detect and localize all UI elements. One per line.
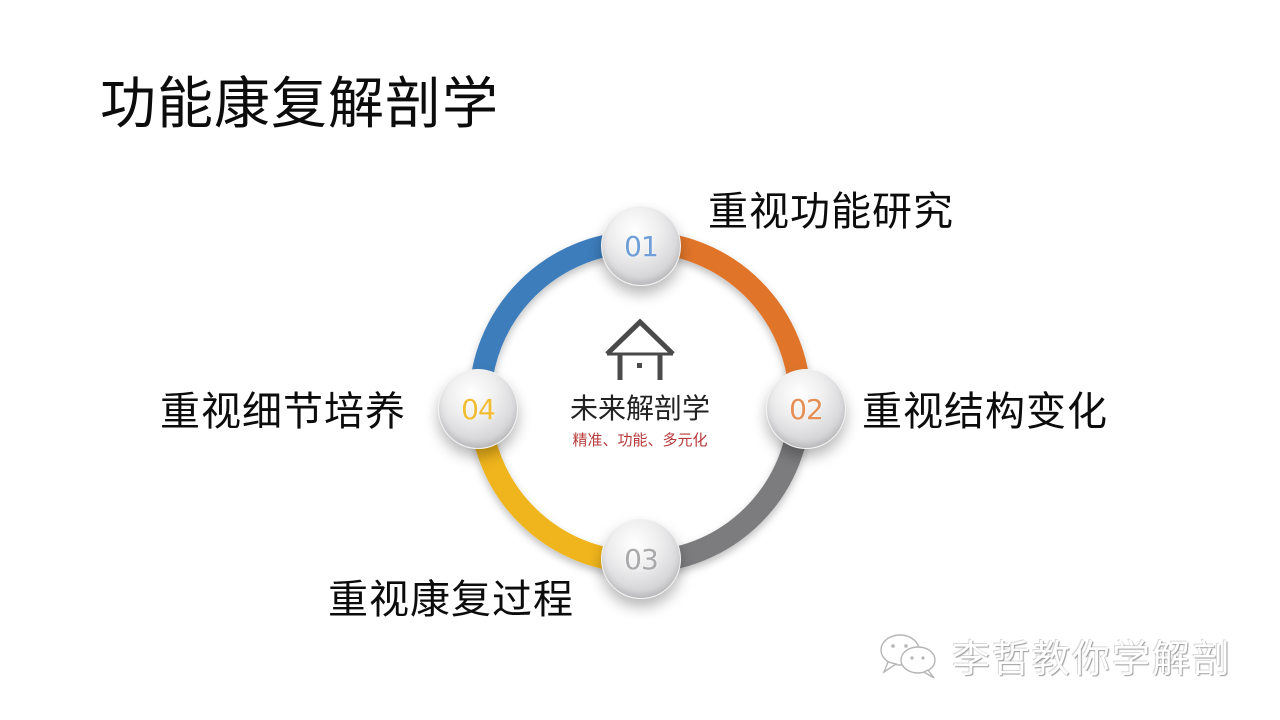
house-icon: [605, 318, 675, 380]
node-01: 01: [601, 206, 681, 286]
center-title: 未来解剖学: [569, 392, 710, 425]
node-number-04: 04: [461, 392, 496, 426]
center-subtitle: 精准、功能、多元化: [572, 431, 708, 449]
watermark: 李哲教你学解剖: [878, 630, 1233, 681]
label-03: 重视康复过程: [328, 577, 574, 623]
node-02: 02: [766, 369, 846, 449]
node-number-03: 03: [624, 542, 659, 576]
slide-title: 功能康复解剖学: [100, 72, 499, 137]
node-number-02: 02: [789, 392, 824, 426]
node-number-01: 01: [624, 229, 659, 263]
watermark-text: 李哲教你学解剖: [952, 636, 1233, 681]
wechat-icon: [880, 634, 936, 679]
node-03: 03: [601, 519, 681, 599]
label-04: 重视细节培养: [160, 389, 406, 435]
node-04: 04: [438, 369, 518, 449]
label-01: 重视功能研究: [708, 189, 954, 235]
label-02: 重视结构变化: [862, 389, 1108, 435]
